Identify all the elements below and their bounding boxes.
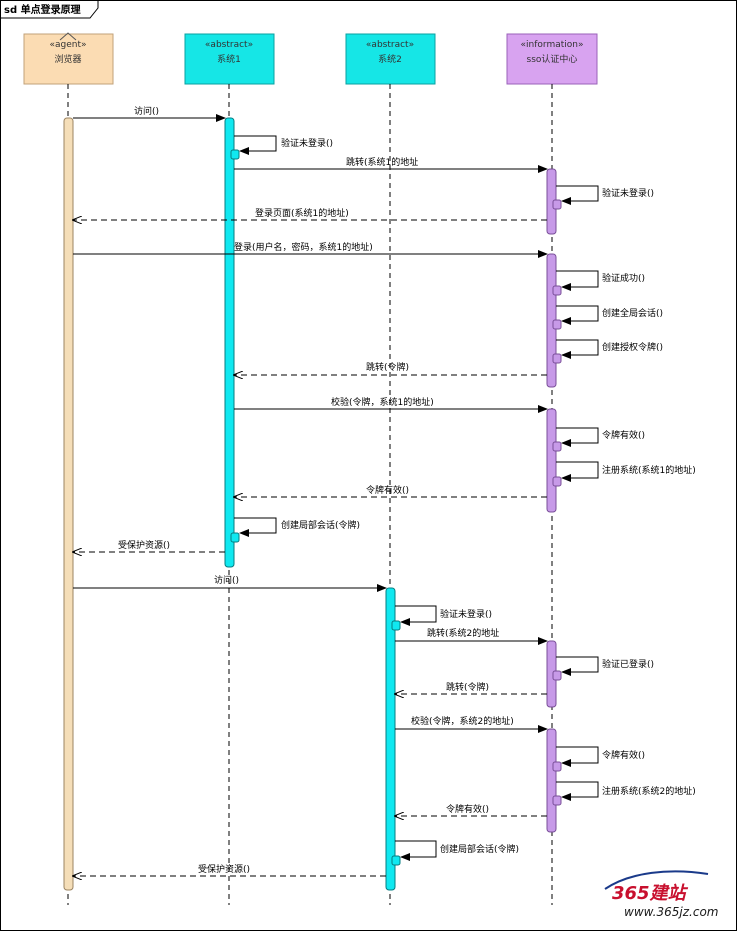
participant-browser-name: 浏览器	[54, 53, 81, 65]
participant-sys2-stereotype: «abstract»	[366, 40, 414, 50]
self-activation	[391, 620, 401, 631]
self-activation	[552, 285, 562, 296]
message-label: 校验(令牌，系统1的地址)	[331, 396, 434, 408]
participant-sys1-name: 系统1	[217, 53, 241, 65]
message-label: 令牌有效()	[602, 429, 645, 441]
message-label: 令牌有效()	[366, 484, 409, 496]
self-activation	[552, 795, 562, 806]
message-label: 受保护资源()	[198, 863, 250, 875]
participant-sso[interactable]: «information» sso认证中心	[506, 33, 598, 85]
message-arrows: 访问() 验证未登录() 跳转(系统1的地址 验证未登录() 登录页面(系统1的…	[73, 105, 696, 876]
participant-sys1-box	[184, 33, 275, 85]
message-arrow	[556, 781, 599, 801]
message-label: 受保护资源()	[118, 539, 170, 551]
message-label: 注册系统(系统2的地址)	[602, 785, 696, 797]
self-activation	[552, 476, 562, 487]
message-label: 跳转(系统2的地址	[427, 627, 499, 639]
activation-sys1	[224, 117, 235, 568]
participant-sys1[interactable]: «abstract» 系统1	[184, 33, 275, 85]
message-label: 创建局部会话(令牌)	[281, 519, 360, 531]
activation-sys2	[385, 587, 396, 891]
participant-browser-stereotype: «agent»	[49, 40, 86, 50]
message-label: 注册系统(系统1的地址)	[602, 464, 696, 476]
message-arrow	[556, 339, 599, 359]
self-activation	[552, 761, 562, 772]
self-activation	[552, 319, 562, 330]
participant-sys1-stereotype: «abstract»	[205, 40, 253, 50]
message-arrow	[234, 517, 277, 537]
participant-sso-stereotype: «information»	[521, 40, 584, 50]
message-arrow	[395, 605, 437, 626]
activation-browser	[63, 117, 74, 891]
message-label: 验证成功()	[602, 272, 645, 284]
message-label: 验证已登录()	[602, 658, 654, 670]
message-arrow	[556, 427, 599, 447]
message-label: 验证未登录()	[440, 608, 492, 620]
self-activation	[391, 855, 401, 866]
self-activation	[552, 670, 562, 681]
message-arrow	[234, 135, 277, 155]
message-label: 跳转(令牌)	[446, 681, 489, 693]
participant-sys2[interactable]: «abstract» 系统2	[345, 33, 436, 85]
message-label: 验证未登录()	[281, 137, 333, 149]
message-label: 令牌有效()	[602, 749, 645, 761]
watermark-swoosh	[604, 870, 709, 890]
message-label: 跳转(系统1的地址	[346, 156, 418, 168]
message-label: 校验(令牌，系统2的地址)	[411, 715, 514, 727]
watermark-brand: 365建站	[612, 883, 689, 904]
diagram-title-tab	[0, 0, 99, 19]
self-activation	[230, 532, 240, 543]
agent-hat-icon	[59, 32, 77, 41]
message-label: 创建授权令牌()	[602, 341, 663, 353]
message-arrow	[556, 656, 599, 676]
message-label: 验证未登录()	[602, 187, 654, 199]
message-arrow	[556, 185, 599, 205]
self-activation	[552, 353, 562, 364]
participant-sso-name: sso认证中心	[527, 53, 578, 65]
participant-sso-box	[506, 33, 598, 85]
message-label: 访问()	[134, 105, 159, 117]
message-label: 创建全局会话()	[602, 307, 663, 319]
message-arrow	[556, 461, 599, 482]
participant-sys2-box	[345, 33, 436, 85]
message-arrow	[556, 270, 599, 291]
message-label: 登录(用户名，密码，系统1的地址)	[234, 241, 373, 253]
participant-sys2-name: 系统2	[378, 53, 402, 65]
participant-browser[interactable]: «agent» 浏览器	[23, 32, 114, 85]
message-label: 跳转(令牌)	[366, 361, 409, 373]
activation-sso-5	[546, 728, 557, 833]
message-label: 访问()	[214, 574, 239, 586]
message-arrow	[395, 840, 437, 861]
activation-sso-3	[546, 408, 557, 513]
diagram-title: sd 单点登录原理	[4, 3, 81, 16]
watermark-logo: 365建站 www.365jz.com	[604, 870, 718, 919]
message-label: 登录页面(系统1的地址)	[255, 207, 349, 219]
self-activation	[552, 199, 562, 210]
watermark-url: www.365jz.com	[624, 905, 718, 919]
self-activation	[230, 149, 240, 160]
message-label: 创建局部会话(令牌)	[440, 843, 519, 855]
self-activation	[552, 441, 562, 452]
message-arrow	[556, 746, 599, 767]
message-arrow	[556, 305, 599, 325]
message-label: 令牌有效()	[446, 803, 489, 815]
